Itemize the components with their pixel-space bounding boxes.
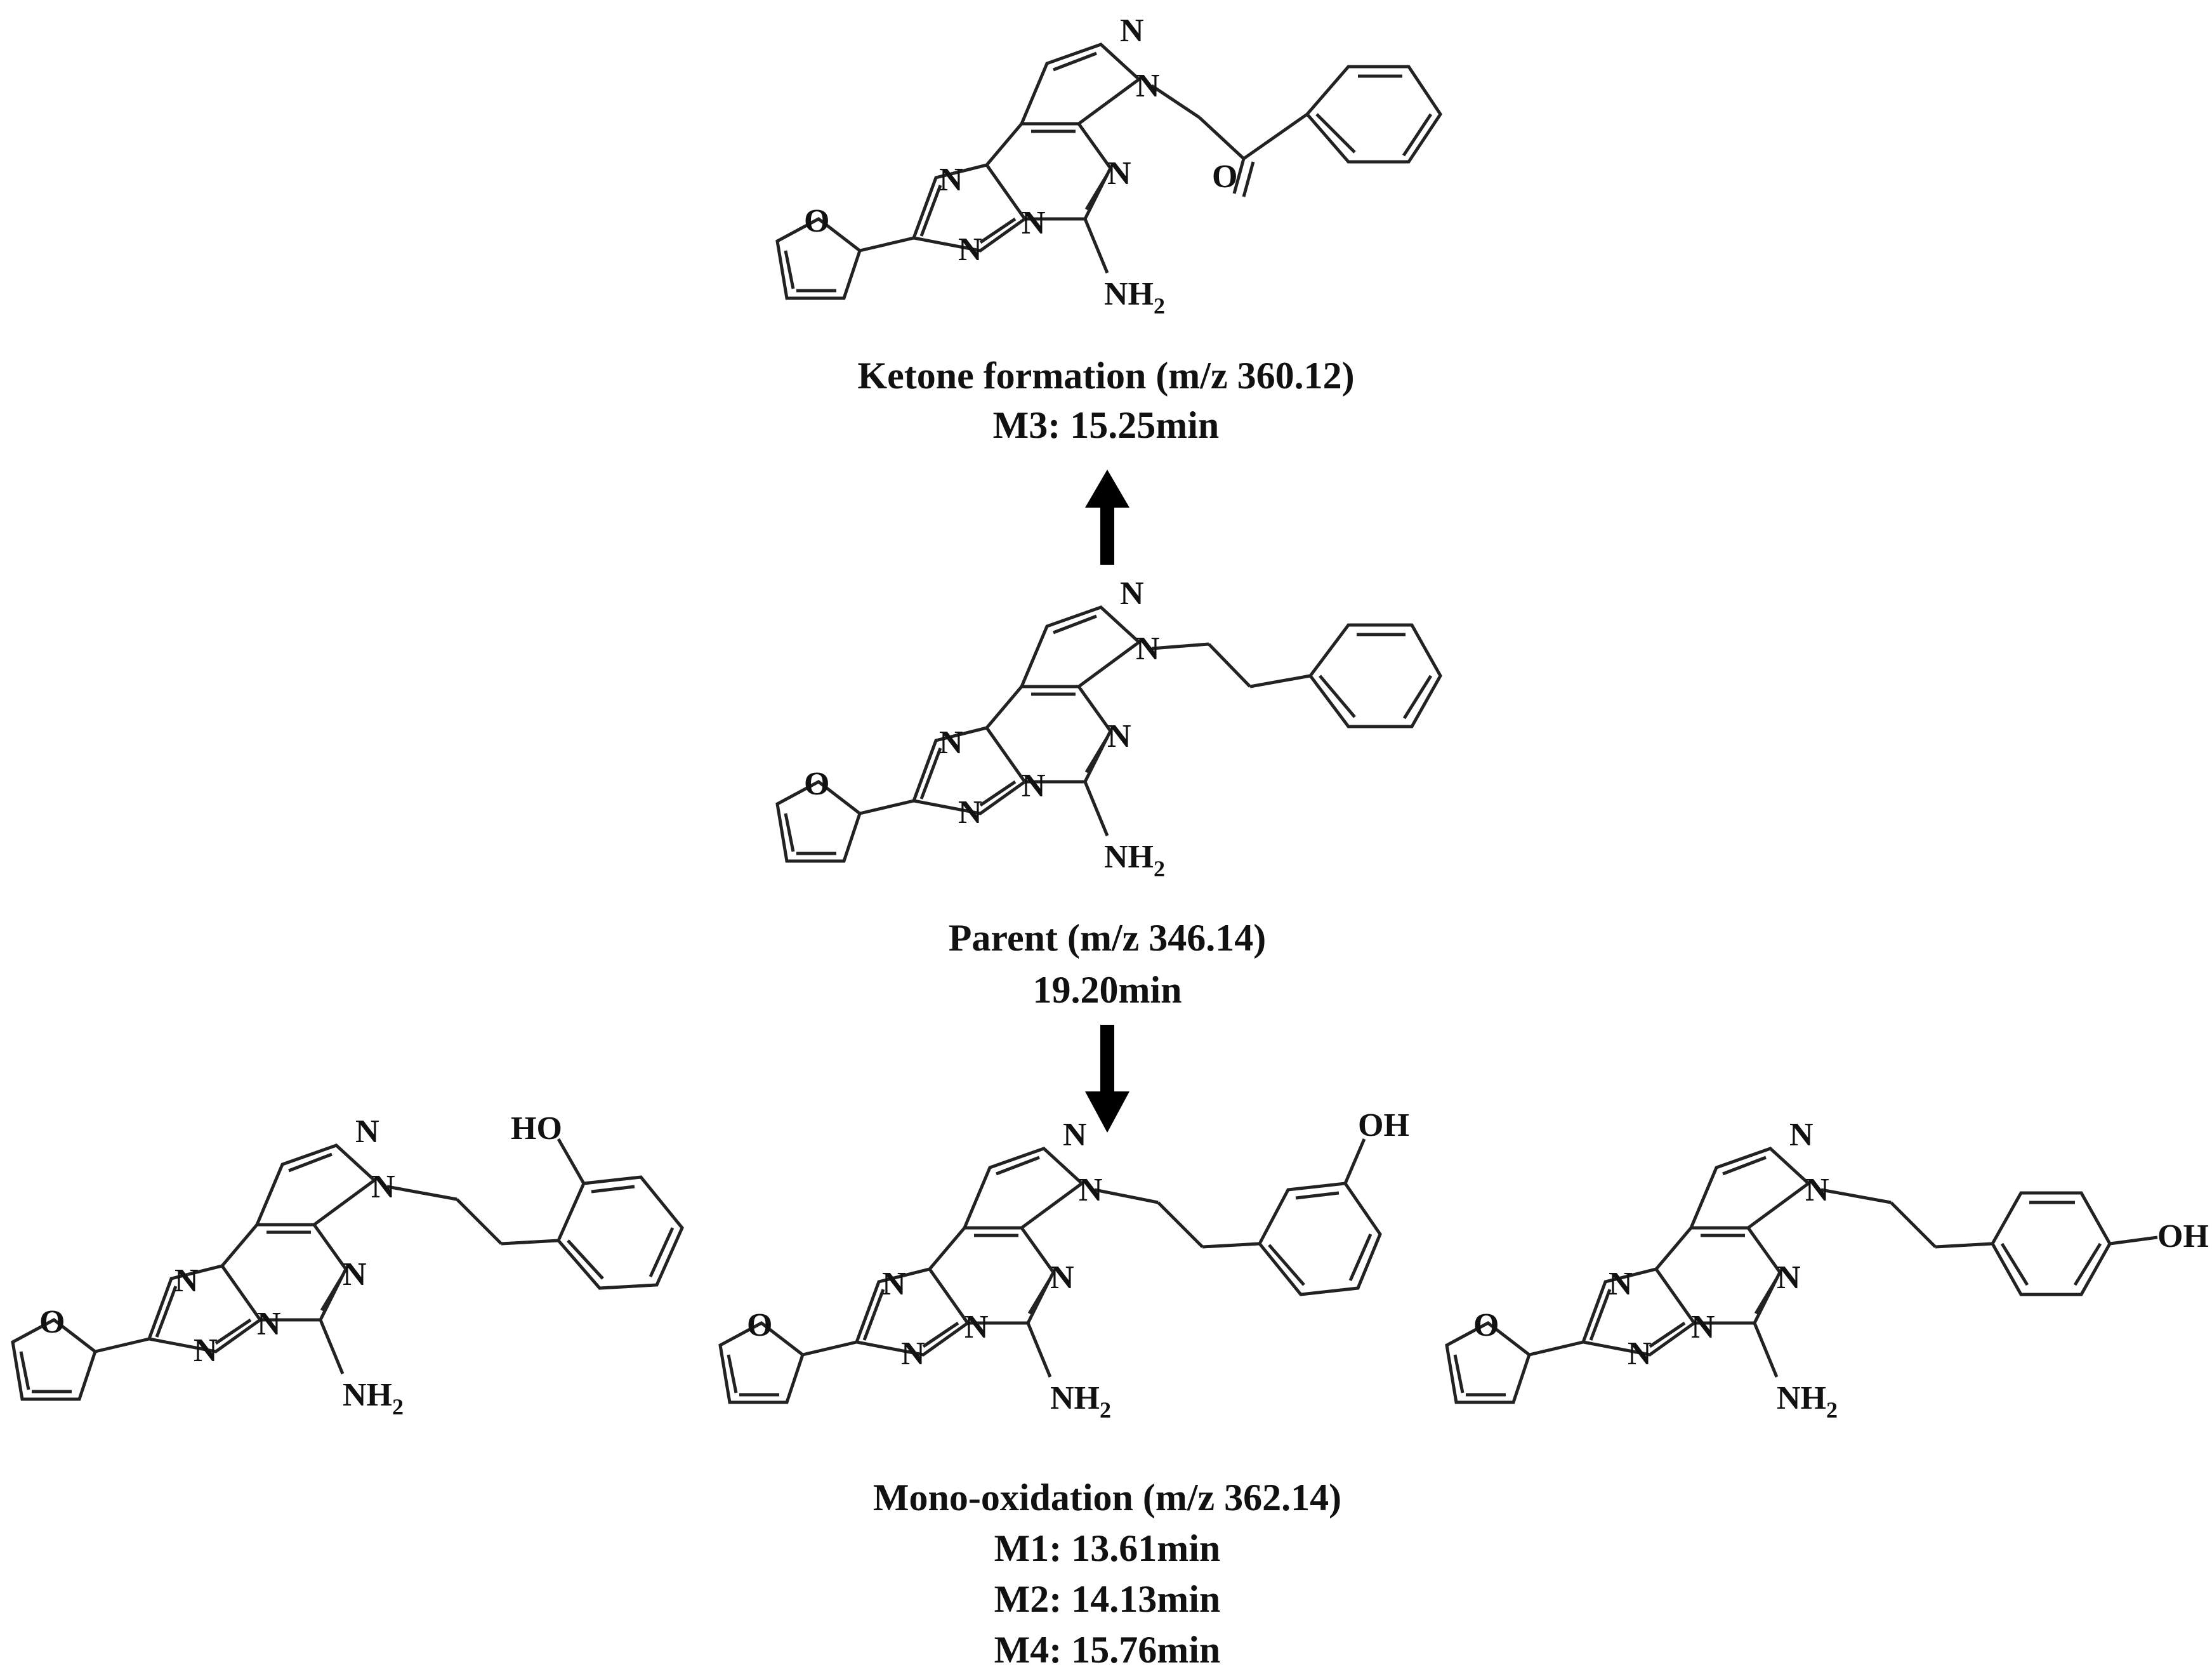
atom-OH: OH (1358, 1107, 1409, 1143)
atom-N: N (964, 1309, 989, 1345)
atom-N: N (355, 1114, 379, 1150)
arrow-up (1085, 470, 1129, 565)
atom-N: N (901, 1336, 925, 1372)
atom-N: N (343, 1256, 367, 1293)
atom-N: N (958, 794, 982, 831)
atom-NH2: NH (343, 1377, 392, 1413)
svg-text:NH2: NH2 (1050, 1380, 1111, 1423)
atom-N: N (1120, 576, 1144, 612)
atom-O: O (804, 203, 829, 239)
caption-mono-oxidation: Mono-oxidation (m/z 362.14) M1: 13.61min… (873, 1477, 1341, 1671)
atom-N: N (1107, 155, 1131, 192)
svg-text:NH2: NH2 (1104, 276, 1165, 319)
atom-N: N (1022, 205, 1046, 241)
atom-O: O (39, 1304, 65, 1340)
molecule-meta-hydroxy: O N N N N N N OH NH2 (718, 1107, 1409, 1423)
atom-N: N (174, 1263, 199, 1299)
atom-NH2: NH (1104, 839, 1154, 875)
svg-text:NH2: NH2 (1104, 839, 1165, 881)
atom-O: O (747, 1307, 772, 1343)
atom-NH2: NH (1050, 1380, 1100, 1416)
molecule-ortho-hydroxy: O N N N N N N HO NH2 (11, 1110, 684, 1419)
atom-N: N (939, 725, 963, 761)
atom-N: N (1107, 718, 1131, 754)
caption-mono-m2: M2: 14.13min (994, 1578, 1221, 1620)
svg-text:NH2: NH2 (343, 1377, 404, 1419)
atom-O: O (1473, 1307, 1499, 1343)
atom-N: N (939, 162, 963, 198)
atom-N: N (1609, 1266, 1633, 1302)
caption-ketone-time: M3: 15.25min (993, 404, 1220, 446)
molecule-para-hydroxy: O N N N N N N OH NH2 (1445, 1117, 2209, 1423)
molecule-ketone-m3: O N N N N N N O NH2 (775, 13, 1443, 319)
caption-parent-time: 19.20min (1032, 969, 1182, 1011)
caption-parent-title: Parent (m/z 346.14) (949, 917, 1266, 959)
atom-OH: OH (2157, 1218, 2209, 1254)
atom-N: N (882, 1266, 906, 1302)
atom-N: N (257, 1306, 281, 1342)
caption-ketone-title: Ketone formation (m/z 360.12) (857, 355, 1354, 397)
atom-N: N (958, 232, 982, 268)
atom-N: N (1063, 1117, 1087, 1153)
atom-N: N (1777, 1260, 1801, 1296)
atom-O: O (1212, 159, 1237, 195)
atom-N: N (1079, 1172, 1103, 1208)
atom-N: N (1136, 68, 1160, 104)
molecule-parent: O N N N N N N NH2 (775, 576, 1442, 881)
atom-N: N (1805, 1172, 1829, 1208)
atom-N: N (1120, 13, 1144, 49)
atom-N: N (371, 1169, 395, 1205)
caption-parent: Parent (m/z 346.14) 19.20min (949, 917, 1266, 1011)
caption-mono-title: Mono-oxidation (m/z 362.14) (873, 1477, 1341, 1518)
atom-N: N (194, 1333, 218, 1369)
atom-N: N (1050, 1260, 1074, 1296)
atom-N: N (1691, 1309, 1715, 1345)
caption-ketone: Ketone formation (m/z 360.12) M3: 15.25m… (857, 355, 1354, 446)
atom-N: N (1628, 1336, 1652, 1372)
caption-mono-m4: M4: 15.76min (994, 1629, 1221, 1671)
arrow-down (1085, 1025, 1129, 1133)
atom-N: N (1136, 631, 1160, 667)
atom-N: N (1789, 1117, 1814, 1153)
atom-O: O (804, 766, 829, 802)
atom-N: N (1022, 768, 1046, 804)
atom-NH2: NH (1777, 1380, 1826, 1416)
atom-NH2: NH (1104, 276, 1154, 312)
atom-HO: HO (511, 1110, 562, 1147)
svg-text:NH2: NH2 (1777, 1380, 1838, 1423)
caption-mono-m1: M1: 13.61min (994, 1527, 1221, 1569)
